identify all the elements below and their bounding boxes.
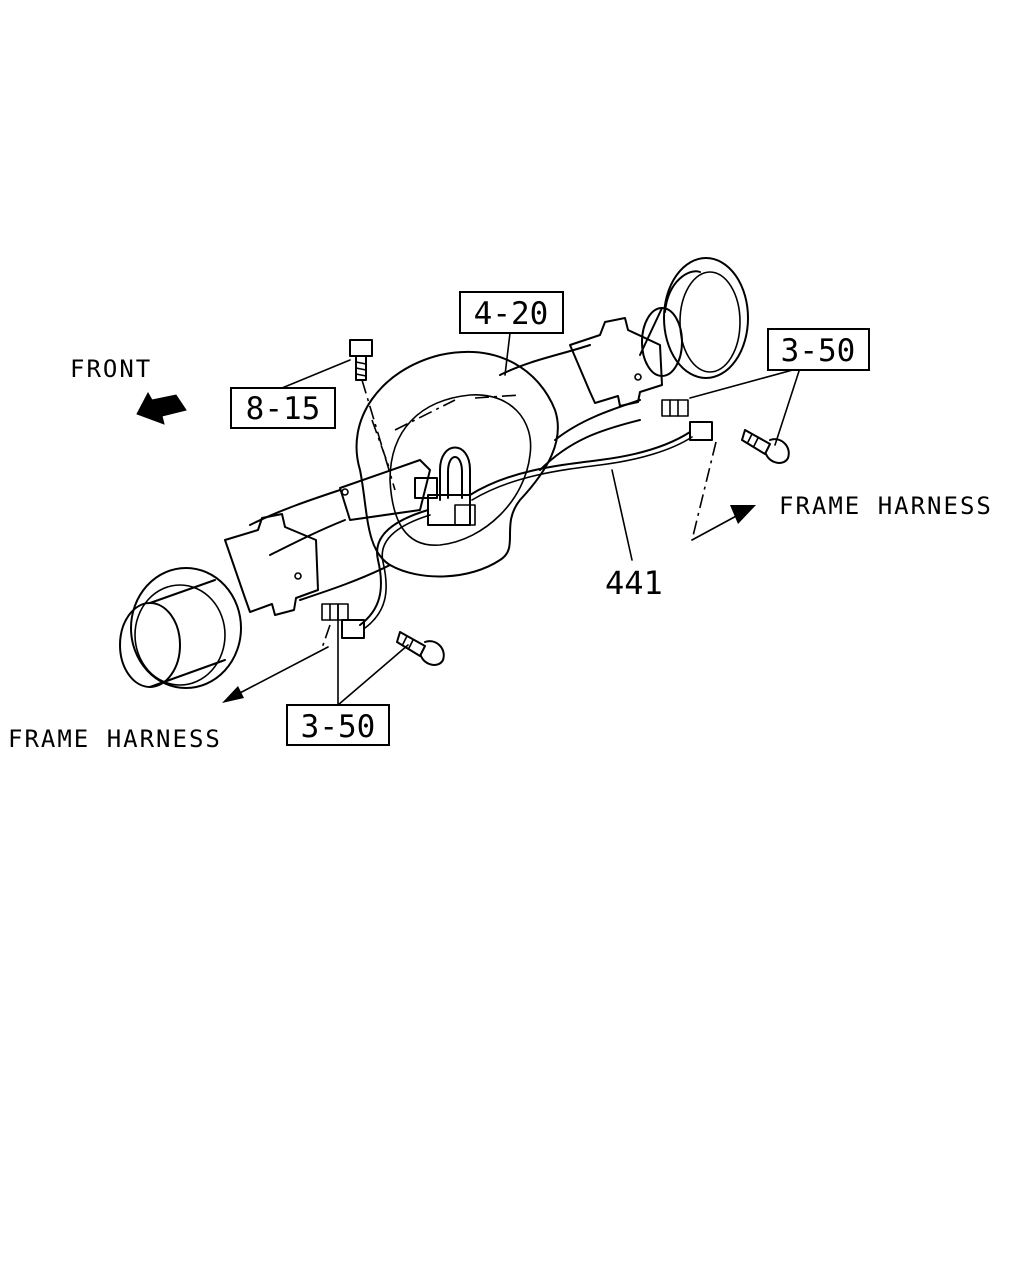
rear-axle-housing bbox=[119, 257, 749, 689]
harness-441 bbox=[321, 399, 713, 639]
part-441-label: 441 bbox=[605, 564, 663, 602]
ref-8-15-text: 8-15 bbox=[246, 391, 321, 427]
ref-3-50-left-text: 3-50 bbox=[301, 709, 376, 745]
frame-harness-right-label: FRAME HARNESS bbox=[779, 492, 993, 520]
frame-harness-right-arrow-icon bbox=[691, 505, 756, 541]
front-arrow-icon bbox=[136, 391, 187, 425]
front-label: FRONT bbox=[70, 355, 152, 383]
frame-harness-left-label: FRAME HARNESS bbox=[8, 725, 222, 753]
bolt-icon bbox=[349, 339, 790, 666]
ref-3-50-right-text: 3-50 bbox=[781, 333, 856, 369]
ref-box-4-20: 4-20 bbox=[459, 291, 564, 334]
leader-lines bbox=[281, 332, 801, 706]
ref-box-8-15: 8-15 bbox=[230, 387, 336, 429]
ref-box-3-50-right: 3-50 bbox=[767, 328, 870, 371]
frame-harness-left-arrow-icon bbox=[222, 646, 329, 703]
ref-4-20-text: 4-20 bbox=[474, 296, 549, 332]
ref-box-3-50-left: 3-50 bbox=[286, 704, 390, 746]
